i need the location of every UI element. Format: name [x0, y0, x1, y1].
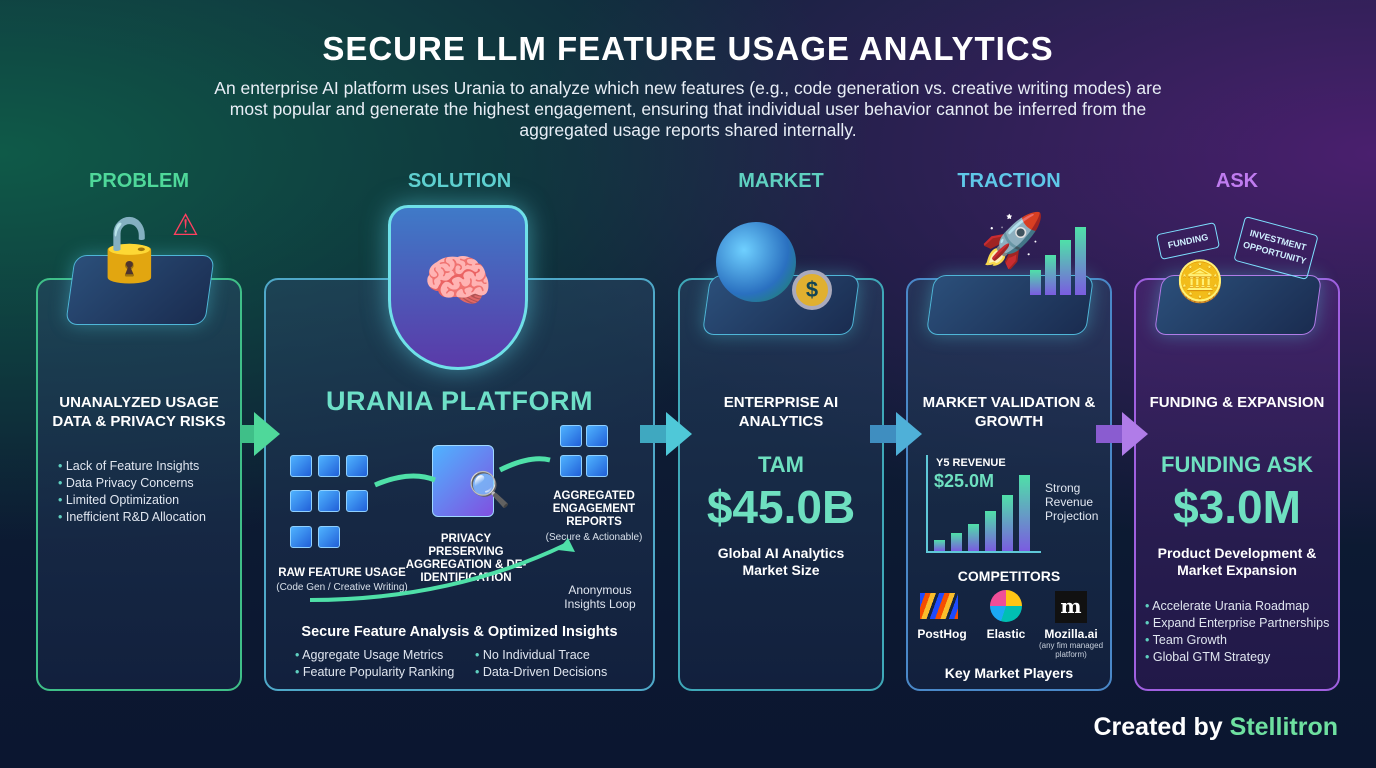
loop-label: Anonymous Insights Loop — [564, 583, 636, 611]
globe-icon — [716, 222, 796, 302]
revenue-value: $25.0M — [934, 471, 995, 491]
funding-sign: FUNDING — [1155, 222, 1221, 260]
revenue-bar — [934, 540, 945, 551]
magnifier-icon: 🔍 — [468, 471, 511, 509]
ask-bullet: Expand Enterprise Partnerships — [1145, 615, 1329, 632]
problem-bullet: Inefficient R&D Allocation — [58, 509, 206, 526]
page-subtitle: An enterprise AI platform uses Urania to… — [214, 78, 1162, 140]
arrow-right-icon — [242, 412, 280, 456]
warning-icon: ⚠ — [172, 209, 199, 242]
revenue-bar — [1002, 495, 1013, 551]
solution-header: SOLUTION — [407, 170, 512, 192]
footer-credit: Created by Stellitron — [1093, 713, 1338, 742]
solution-bullet: Data-Driven Decisions — [475, 664, 607, 681]
revenue-bar — [985, 510, 996, 551]
arrow-right-icon — [640, 412, 692, 456]
flow-arrows-icon — [309, 456, 575, 602]
step-reports-note: (Secure & Actionable) — [545, 532, 643, 543]
funding-description: Product Development & Market Expansion — [1157, 545, 1317, 578]
competitor-note: (any fim managed platform) — [1038, 641, 1104, 659]
step-raw-note: (Code Gen / Creative Writing) — [276, 582, 408, 593]
key-players-label: Key Market Players — [944, 665, 1074, 681]
problem-title: UNANALYZED USAGE DATA & PRIVACY RISKS — [52, 394, 226, 430]
problem-bullet: Limited Optimization — [58, 492, 206, 509]
revenue-chart — [926, 455, 1041, 553]
competitors-title: COMPETITORS — [957, 568, 1061, 584]
traction-title: MARKET VALIDATION & GROWTH — [922, 394, 1096, 430]
ask-header: ASK — [1215, 170, 1259, 192]
problem-bullet: Lack of Feature Insights — [58, 458, 206, 475]
problem-header: PROBLEM — [89, 170, 189, 192]
funding-ask-value: $3.0M — [1173, 481, 1301, 533]
tam-value: $45.0B — [706, 481, 856, 533]
solution-bullet: Aggregate Usage Metrics — [295, 647, 454, 664]
reports-cubes-icon — [560, 425, 622, 480]
coins-icon: 🪙 — [1175, 260, 1225, 304]
footer-prefix: Created by — [1093, 713, 1230, 741]
market-header: MARKET — [738, 170, 824, 192]
broken-lock-icon: 🔓 — [92, 217, 167, 284]
raw-data-cubes-icon — [290, 455, 370, 555]
posthog-logo-icon — [920, 593, 958, 619]
solution-title: URANIA PLATFORM — [326, 386, 593, 416]
shield-brain-icon: 🧠 — [388, 205, 528, 370]
dollar-magnifier-icon: $ — [792, 270, 832, 310]
footer-brand: Stellitron — [1229, 713, 1338, 741]
page-title: SECURE LLM FEATURE USAGE ANALYTICS — [322, 30, 1054, 67]
market-title: ENTERPRISE AI ANALYTICS — [723, 394, 839, 430]
aggregation-server-icon — [432, 445, 494, 517]
tam-label: TAM — [757, 452, 805, 477]
solution-summary-title: Secure Feature Analysis & Optimized Insi… — [301, 624, 618, 640]
elastic-logo-icon — [990, 590, 1022, 622]
arrow-right-icon — [870, 412, 922, 456]
revenue-label: Y5 REVENUE — [936, 457, 1006, 469]
revenue-bar — [951, 533, 962, 551]
arrow-right-icon — [1096, 412, 1148, 456]
competitor-name: Mozilla.ai — [1044, 627, 1098, 641]
revenue-bar — [968, 524, 979, 551]
step-reports-title: AGGREGATED ENGAGEMENT REPORTS — [552, 490, 636, 528]
step-raw-title: RAW FEATURE USAGE — [278, 567, 406, 579]
revenue-bar — [1019, 474, 1030, 551]
problem-bullet: Data Privacy Concerns — [58, 475, 206, 492]
mozilla-logo-icon: m — [1055, 591, 1087, 623]
ask-bullet: Accelerate Urania Roadmap — [1145, 598, 1329, 615]
solution-bullet: No Individual Trace — [475, 647, 607, 664]
solution-bullet: Feature Popularity Ranking — [295, 664, 454, 681]
tam-description: Global AI Analytics Market Size — [717, 545, 845, 578]
ask-bullet: Global GTM Strategy — [1145, 649, 1329, 666]
investment-sign: INVESTMENT OPPORTUNITY — [1233, 215, 1319, 281]
ask-title: FUNDING & EXPANSION — [1149, 394, 1325, 411]
rocket-icon: 🚀 — [980, 212, 1045, 270]
market-panel — [678, 278, 884, 691]
traction-header: TRACTION — [957, 170, 1061, 192]
competitor-name: Elastic — [986, 627, 1026, 641]
revenue-note: Strong Revenue Projection — [1045, 481, 1099, 523]
growth-bars-icon — [1030, 225, 1090, 295]
competitor-name: PostHog — [917, 627, 967, 641]
ask-bullet: Team Growth — [1145, 632, 1329, 649]
funding-ask-label: FUNDING ASK — [1161, 452, 1313, 477]
